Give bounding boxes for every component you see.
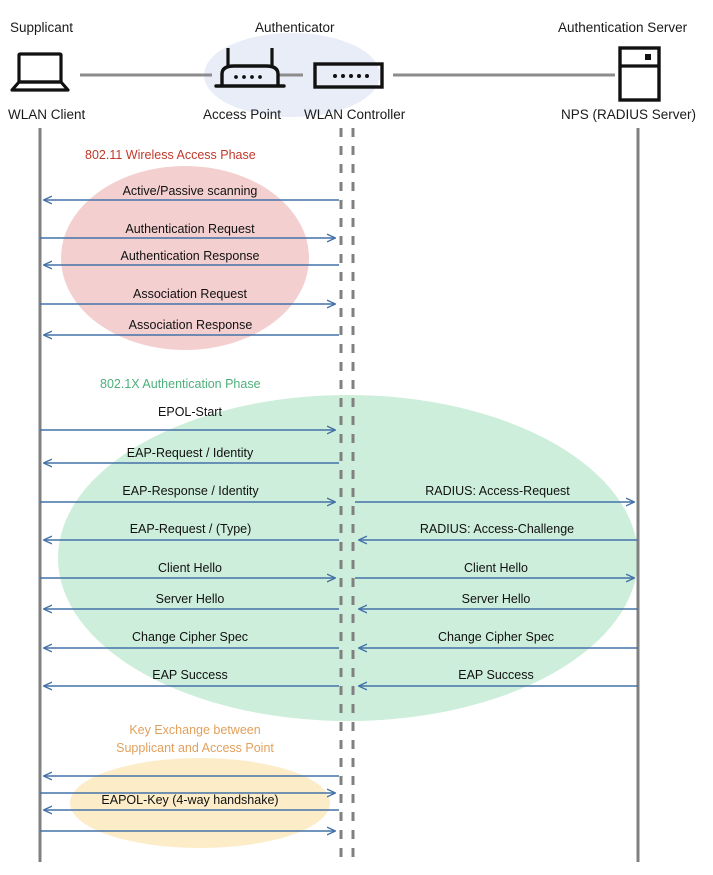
message-label-change-cipher-spec-left: Change Cipher Spec [131, 630, 249, 644]
role-label-supplicant: Supplicant [10, 20, 74, 35]
message-label-eap-request-type: EAP-Request / (Type) [129, 522, 252, 536]
message-label-eap-success-left: EAP Success [152, 668, 228, 682]
role-label-auth-server: Authentication Server [558, 20, 688, 35]
phase-key-exchange-ellipse [70, 758, 330, 848]
phase-title-key-exchange-line1: Key Exchange between [129, 723, 261, 737]
message-label-eap-request-identity: EAP-Request / Identity [126, 446, 254, 460]
switch-icon [313, 62, 384, 89]
message-label-radius-access-challenge: RADIUS: Access-Challenge [419, 522, 575, 536]
message-label-association-response: Association Response [128, 318, 253, 332]
laptop-icon [10, 52, 70, 92]
device-label-access-point: Access Point [203, 107, 282, 122]
phase-title-802-1x: 802.1X Authentication Phase [100, 377, 261, 391]
message-label-authentication-response: Authentication Response [120, 249, 260, 263]
message-label-server-hello-left: Server Hello [155, 592, 225, 606]
message-label-eap-success-right: EAP Success [458, 668, 534, 682]
device-label-nps-radius: NPS (RADIUS Server) [561, 107, 697, 122]
message-label-server-hello-right: Server Hello [461, 592, 531, 606]
lifelines [38, 128, 640, 862]
server-icon [618, 46, 661, 102]
message-label-active-passive-scanning: Active/Passive scanning [122, 184, 258, 198]
phase-title-802-11: 802.11 Wireless Access Phase [85, 148, 256, 162]
message-label-authentication-request: Authentication Request [125, 222, 255, 236]
message-label-association-request: Association Request [133, 287, 247, 301]
message-label-eap-response-identity: EAP-Response / Identity [122, 484, 259, 498]
message-label-client-hello-right: Client Hello [464, 561, 528, 575]
phase-802-1x-ellipse [58, 395, 638, 721]
message-label-change-cipher-spec-right: Change Cipher Spec [437, 630, 555, 644]
message-label-eapol-key: EAPOL-Key (4-way handshake) [101, 793, 279, 807]
device-label-wlan-controller: WLAN Controller [304, 107, 406, 122]
wireless-router-icon [214, 48, 286, 88]
message-arrows [40, 200, 638, 831]
role-label-authenticator: Authenticator [255, 20, 335, 35]
message-label-radius-access-request: RADIUS: Access-Request [425, 484, 570, 498]
device-label-wlan-client: WLAN Client [8, 107, 86, 122]
message-label-epol-start: EPOL-Start [158, 405, 222, 419]
message-label-client-hello-left: Client Hello [158, 561, 222, 575]
phase-title-key-exchange-line2: Supplicant and Access Point [116, 741, 274, 755]
